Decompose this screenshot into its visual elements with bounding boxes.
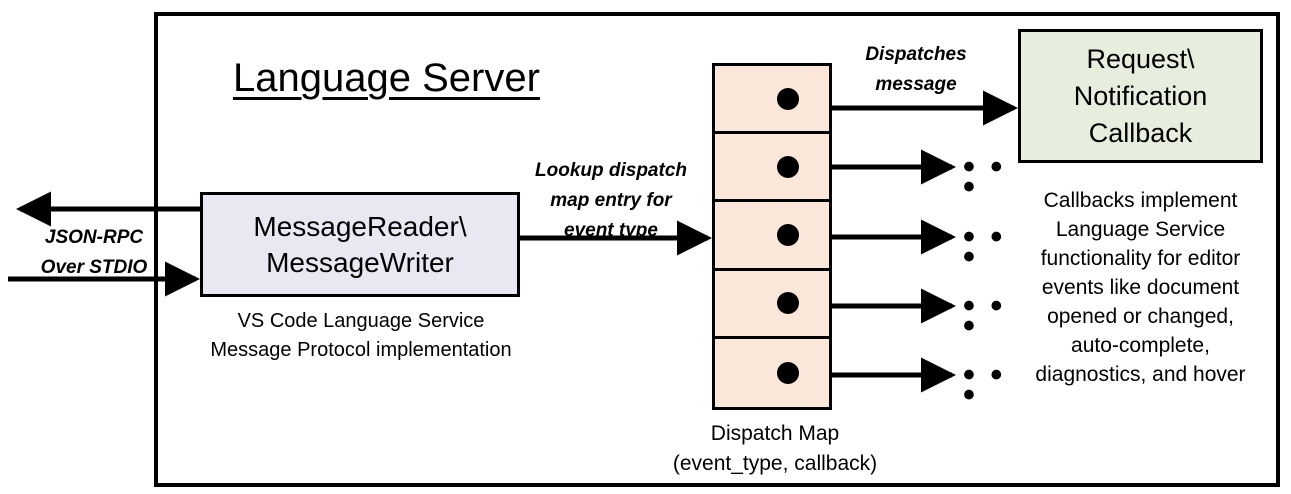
- callback-line-3: Callback: [1088, 117, 1193, 148]
- message-io-caption-line-1: VS Code Language Service: [237, 310, 485, 332]
- message-reader-writer-caption: VS Code Language Service Message Protoco…: [186, 306, 536, 366]
- stdio-line-2: Over STDIO: [40, 257, 148, 278]
- callback-caption-line-3: functionality for editor: [1040, 247, 1241, 270]
- callback-pointer-dot-icon: [777, 155, 799, 178]
- callback-caption-line-1: Callbacks implement: [1043, 189, 1238, 212]
- callback-caption-line-5: opened or changed,: [1047, 305, 1234, 328]
- dispatch-map-row-4: [715, 271, 829, 339]
- dispatch-map-row-2: [715, 134, 829, 203]
- callback-pointer-dot-icon: [777, 223, 799, 246]
- request-notification-callback-box: Request\ Notification Callback: [1018, 29, 1263, 163]
- message-io-caption-line-2: Message Protocol implementation: [210, 339, 512, 361]
- dispatch-map-caption-line-1: Dispatch Map: [710, 422, 840, 445]
- lookup-line-2: map entry for: [550, 190, 672, 211]
- jsonrpc-stdio-label: JSON-RPC Over STDIO: [24, 222, 164, 284]
- callback-caption-line-2: Language Service: [1055, 218, 1226, 241]
- callback-line-2: Notification: [1073, 80, 1208, 111]
- stdio-line-1: JSON-RPC: [44, 227, 144, 248]
- dispatch-map-row-1: [715, 66, 829, 135]
- dispatches-line-1: Dispatches: [865, 44, 967, 65]
- ellipsis-row-5: • • •: [963, 356, 1006, 414]
- ellipsis-row-4: • • •: [963, 287, 1006, 345]
- message-reader-writer-box: MessageReader\ MessageWriter: [200, 192, 520, 297]
- callback-pointer-dot-icon: [777, 292, 799, 315]
- dispatch-map-caption-line-2: (event_type, callback): [672, 452, 878, 475]
- ellipsis-row-2: • • •: [963, 148, 1006, 206]
- lookup-line-3: event type: [564, 220, 658, 241]
- message-io-line-1: MessageReader\: [253, 210, 467, 242]
- callback-caption-line-4: events like document: [1041, 276, 1240, 299]
- callback-pointer-dot-icon: [777, 361, 799, 384]
- dispatch-map-caption: Dispatch Map (event_type, callback): [650, 418, 900, 480]
- callback-line-1: Request\: [1086, 43, 1195, 74]
- callback-description: Callbacks implement Language Service fun…: [1013, 186, 1268, 391]
- callback-caption-line-6: auto-complete,: [1071, 334, 1210, 357]
- dispatches-message-label: Dispatches message: [836, 39, 996, 101]
- callback-pointer-dot-icon: [777, 87, 799, 110]
- dispatches-line-2: message: [875, 74, 957, 95]
- lookup-line-1: Lookup dispatch: [535, 160, 687, 181]
- callback-caption-line-7: diagnostics, and hover: [1035, 363, 1246, 386]
- message-io-line-2: MessageWriter: [266, 246, 454, 278]
- ellipsis-row-3: • • •: [963, 218, 1006, 276]
- dispatch-map-row-5: [715, 339, 829, 407]
- dispatch-map-table: [712, 63, 832, 410]
- lookup-dispatch-label: Lookup dispatch map entry for event type: [516, 155, 706, 247]
- language-server-container: [154, 12, 1280, 487]
- page-title: Language Server: [233, 56, 540, 100]
- dispatch-map-row-3: [715, 202, 829, 271]
